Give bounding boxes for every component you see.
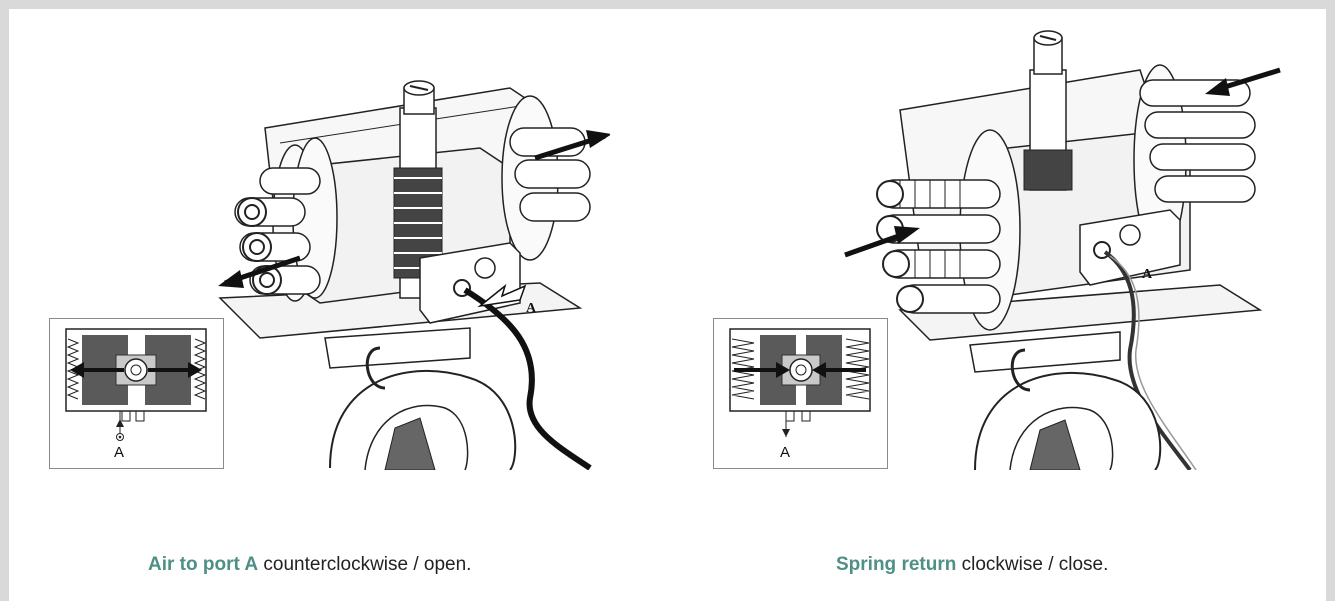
piston-schematic-close: A <box>729 328 871 461</box>
inset-port-label-a-close: A <box>780 444 790 461</box>
caption-text: counterclockwise / open. <box>258 554 472 575</box>
inset-port-label-a: A <box>114 444 124 461</box>
actuator-close-illustration: A <box>844 30 1281 470</box>
caption-air-to-port: Air to port A counterclockwise / open. <box>148 554 471 576</box>
inset-schematic-close: A <box>713 318 888 469</box>
caption-text: clockwise / close. <box>956 554 1109 575</box>
piston-schematic-open: A <box>65 328 207 461</box>
caption-highlight: Air to port A <box>148 554 259 575</box>
port-label-a-close: A <box>1142 267 1153 282</box>
inset-schematic-open: A <box>49 318 224 469</box>
caption-highlight: Spring return <box>836 554 957 575</box>
port-label-a: A <box>526 301 537 316</box>
actuator-open-illustration: A <box>218 80 610 470</box>
caption-spring-return: Spring return clockwise / close. <box>836 554 1108 576</box>
